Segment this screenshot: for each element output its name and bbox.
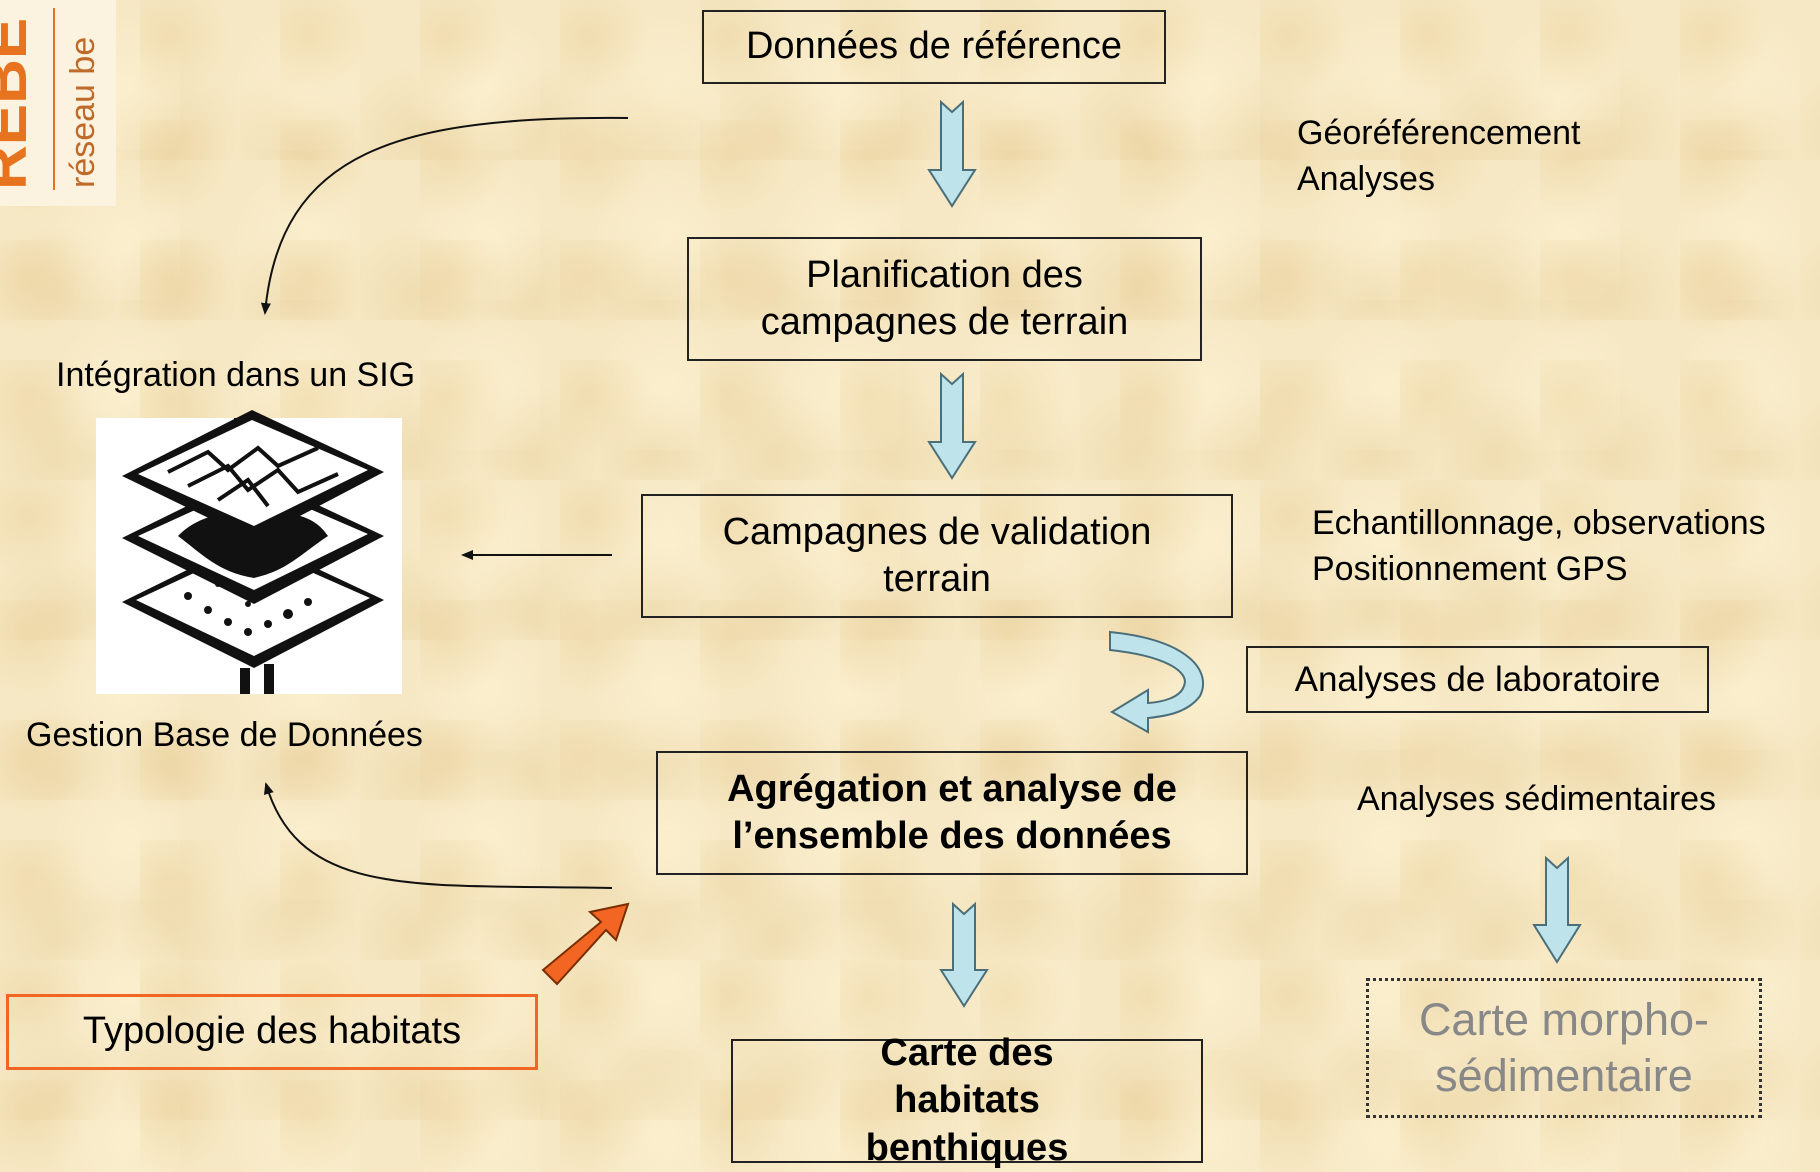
label-integration-sig: Intégration dans un SIG bbox=[56, 356, 416, 394]
logo: REBE réseau be bbox=[0, 0, 116, 206]
box-analyses-laboratoire: Analyses de laboratoire bbox=[1246, 646, 1709, 713]
box-donnees-reference: Données de référence bbox=[702, 10, 1166, 84]
box-analyses-laboratoire-label: Analyses de laboratoire bbox=[1294, 659, 1661, 699]
label-analyses: Analyses bbox=[1297, 160, 1435, 198]
box-carte-morpho-label: Carte morpho-sédimentaire bbox=[1418, 993, 1710, 1101]
box-donnees-reference-label: Données de référence bbox=[745, 25, 1123, 68]
box-typologie-label: Typologie des habitats bbox=[82, 1010, 462, 1053]
down-arrow-icon bbox=[1532, 855, 1582, 964]
box-agregation-label: Agrégation et analyse de l’ensemble des … bbox=[727, 767, 1177, 858]
label-gestion-bd: Gestion Base de Données bbox=[26, 716, 423, 754]
curve-arrow-to-database bbox=[264, 782, 613, 889]
down-arrow-icon bbox=[939, 901, 989, 1008]
box-carte-habitats: Carte des habitats benthiques bbox=[731, 1032, 1203, 1169]
box-typologie: Typologie des habitats bbox=[6, 994, 538, 1070]
label-analyses-sedimentaires: Analyses sédimentaires bbox=[1357, 780, 1717, 818]
logo-main-text: REBE bbox=[0, 18, 40, 190]
gis-layers-image bbox=[96, 410, 402, 694]
label-echantillonnage: Echantillonnage, observations bbox=[1312, 504, 1766, 542]
box-carte-morpho: Carte morpho-sédimentaire bbox=[1366, 978, 1762, 1118]
down-arrow-icon bbox=[927, 99, 977, 208]
box-planification: Planification des campagnes de terrain bbox=[687, 237, 1202, 361]
curve-arrow-to-sig bbox=[260, 116, 629, 315]
u-turn-arrow-icon bbox=[1109, 630, 1205, 734]
box-campagnes-validation: Campagnes de validation terrain bbox=[641, 494, 1233, 618]
logo-sub-text: réseau be bbox=[64, 37, 102, 188]
box-carte-habitats-label: Carte des habitats benthiques bbox=[865, 1031, 1069, 1169]
label-georeferencement: Géoréférencement bbox=[1297, 114, 1581, 152]
label-positionnement: Positionnement GPS bbox=[1312, 550, 1628, 588]
orange-arrow-icon bbox=[541, 902, 630, 986]
box-agregation: Agrégation et analyse de l’ensemble des … bbox=[656, 751, 1248, 875]
down-arrow-icon bbox=[927, 371, 977, 480]
box-planification-label: Planification des campagnes de terrain bbox=[760, 253, 1129, 344]
box-campagnes-validation-label: Campagnes de validation terrain bbox=[722, 510, 1152, 601]
